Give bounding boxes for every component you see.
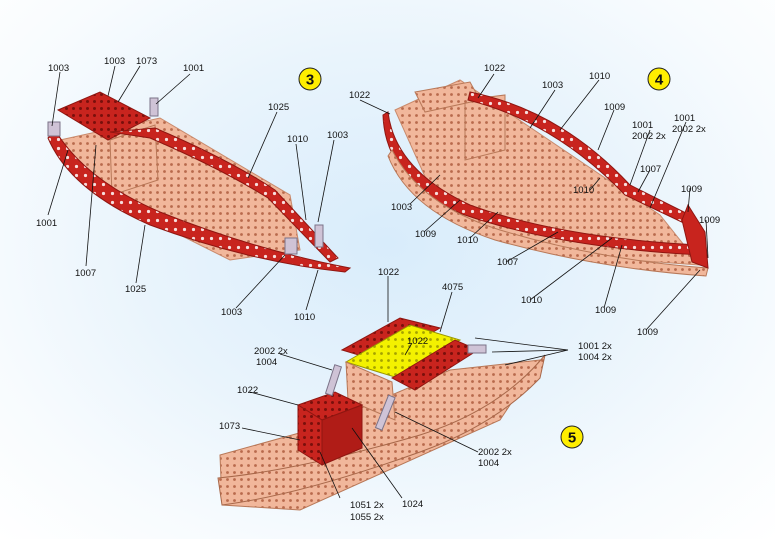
label-s5-2002-a: 2002 2x	[254, 346, 288, 357]
step-3-badge: 3	[298, 67, 322, 91]
label-s5-1004-b: 1004 2x	[578, 352, 612, 363]
step-4-assembly	[382, 79, 709, 277]
label-s5-4075: 4075	[442, 282, 463, 293]
label-s5-1001: 1001 2x	[578, 341, 612, 352]
label-s4-1009-f: 1009	[637, 327, 658, 338]
label-s4-1009-c: 1009	[699, 215, 720, 226]
step-4-bow-end	[681, 203, 709, 269]
leader-lines	[47, 65, 709, 499]
label-s4-1010-a: 1010	[589, 71, 610, 82]
label-s5-1055: 1055 2x	[350, 512, 384, 523]
label-s4-1022-b: 1022	[484, 63, 505, 74]
label-s4-1001-b: 1001	[674, 113, 695, 124]
label-s5-1022-c: 1022	[407, 336, 428, 347]
step-5-badge: 5	[560, 425, 584, 449]
step-3-bracket-c	[149, 97, 159, 117]
label-s4-2002-a: 2002 2x	[632, 131, 666, 142]
label-s5-1051: 1051 2x	[350, 500, 384, 511]
step-4-badge: 4	[647, 67, 671, 91]
svg-text:5: 5	[568, 430, 576, 447]
label-s4-1010-d: 1010	[521, 295, 542, 306]
label-s4-1009-a: 1009	[604, 102, 625, 113]
label-s3-1010-a: 1010	[287, 134, 308, 145]
part-labels: 1003 1003 1073 1001 1025 1010 1003 1001 …	[36, 56, 720, 523]
label-s3-1003-d: 1003	[221, 307, 242, 318]
label-s4-1010-c: 1010	[457, 235, 478, 246]
label-s5-1004-c: 1004	[478, 458, 499, 469]
svg-text:3: 3	[306, 72, 314, 89]
step-3-bracket-d	[47, 121, 61, 137]
step-5-assembly	[217, 317, 546, 511]
label-s3-1010-b: 1010	[294, 312, 315, 323]
step-5-bracket-mid	[374, 394, 396, 431]
label-s3-1007: 1007	[75, 268, 96, 279]
label-s3-1001-b: 1001	[36, 218, 57, 229]
step-5-rear-block-side	[321, 404, 363, 466]
step-5-cabin-wall	[345, 361, 396, 421]
step-5-cabin-yellow	[344, 324, 462, 379]
label-s5-1022-a: 1022	[378, 267, 399, 278]
label-s3-1003-c: 1003	[327, 130, 348, 141]
step-3-near-strip	[47, 129, 352, 273]
svg-text:4: 4	[655, 72, 664, 89]
step-4-box-a	[464, 94, 506, 161]
label-s5-2002-b: 2002 2x	[478, 447, 512, 458]
label-s3-1025-b: 1025	[125, 284, 146, 295]
label-s4-1007-b: 1007	[497, 257, 518, 268]
label-s4-1022: 1022	[349, 90, 370, 101]
step-4-near-strip-lower	[387, 149, 709, 277]
label-s3-1073: 1073	[136, 56, 157, 67]
label-s3-1025-a: 1025	[268, 102, 289, 113]
label-s3-1003-b: 1003	[104, 56, 125, 67]
label-s5-1073: 1073	[219, 421, 240, 432]
label-s3-1001-a: 1001	[183, 63, 204, 74]
step-5-bracket-right	[467, 344, 487, 354]
label-s4-2002-b: 2002 2x	[672, 124, 706, 135]
label-s4-1003-a: 1003	[542, 80, 563, 91]
step-3-far-strip	[109, 127, 339, 263]
label-s4-1003-b: 1003	[391, 202, 412, 213]
label-s4-1009-b: 1009	[681, 184, 702, 195]
step-3-bracket-b	[314, 224, 324, 248]
step-3-bracket-a	[284, 237, 298, 255]
label-s4-1007: 1007	[640, 164, 661, 175]
label-s5-1004-a: 1004	[256, 357, 277, 368]
step-3-red-top-plate	[56, 91, 152, 141]
label-s5-1024: 1024	[402, 499, 423, 510]
label-s4-1001-a: 1001	[632, 120, 653, 131]
label-s4-1009-d: 1009	[415, 229, 436, 240]
step-3-assembly	[47, 91, 352, 273]
label-s5-1022-b: 1022	[237, 385, 258, 396]
label-s4-1010-b: 1010	[573, 185, 594, 196]
step-5-bracket-left	[324, 364, 343, 397]
label-s4-1009-e: 1009	[595, 305, 616, 316]
label-s3-1003-a: 1003	[48, 63, 69, 74]
